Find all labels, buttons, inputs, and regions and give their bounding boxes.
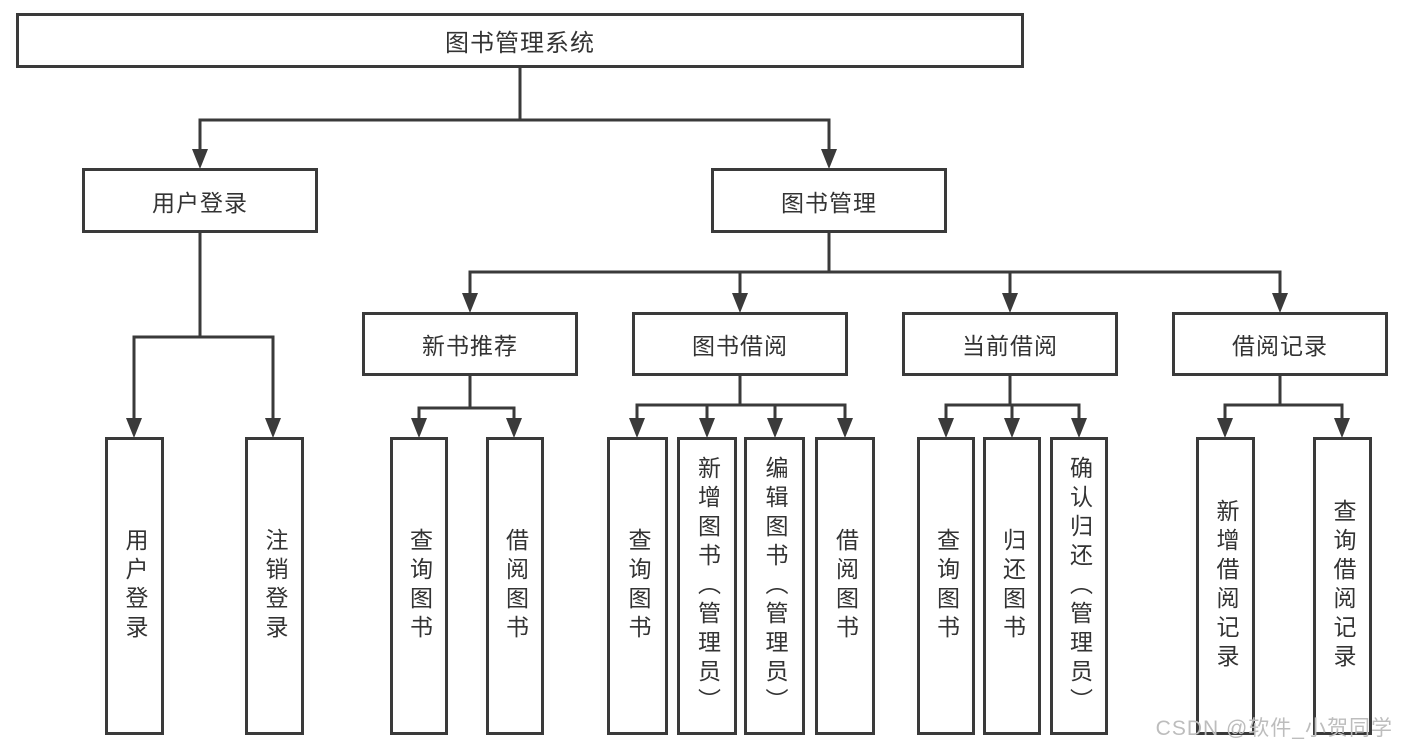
leaf-query-books-borrowing: 查询图书 [607,437,668,735]
leaf-label: 新增图书（管理员） [694,455,721,717]
leaf-label: 确认归还（管理员） [1066,455,1093,717]
leaf-label: 新增借阅记录 [1213,499,1239,673]
leaf-add-borrow-record: 新增借阅记录 [1196,437,1255,735]
node-user-login: 用户登录 [82,168,318,233]
leaf-confirm-return-admin: 确认归还（管理员） [1050,437,1108,735]
node-new-book-recommendation: 新书推荐 [362,312,578,376]
leaf-label: 查询图书 [406,528,433,644]
leaf-label: 用户登录 [122,528,148,644]
leaf-query-borrow-record: 查询借阅记录 [1313,437,1372,735]
node-borrowing-records: 借阅记录 [1172,312,1388,376]
leaf-label: 归还图书 [999,528,1026,644]
leaf-return-books: 归还图书 [983,437,1041,735]
leaf-label: 查询借阅记录 [1330,499,1356,673]
leaf-borrow-books-recommend: 借阅图书 [486,437,544,735]
node-book-management: 图书管理 [711,168,947,233]
leaf-label: 借阅图书 [832,528,859,644]
node-library-management-system: 图书管理系统 [16,13,1024,68]
leaf-borrow-books-borrowing: 借阅图书 [815,437,875,735]
node-book-borrowing: 图书借阅 [632,312,848,376]
leaf-user-login: 用户登录 [105,437,164,735]
leaf-label: 注销登录 [262,528,288,644]
leaf-query-books-recommend: 查询图书 [390,437,448,735]
node-current-borrowing: 当前借阅 [902,312,1118,376]
leaf-label: 查询图书 [933,528,960,644]
leaf-add-books-admin: 新增图书（管理员） [677,437,737,735]
leaf-label: 查询图书 [625,528,651,644]
csdn-watermark: CSDN @软件_小贺同学 [1155,717,1393,740]
leaf-logout: 注销登录 [245,437,304,735]
leaf-query-books-current: 查询图书 [917,437,975,735]
leaf-edit-books-admin: 编辑图书（管理员） [744,437,805,735]
leaf-label: 借阅图书 [502,528,529,644]
arrowheads [126,149,1350,438]
leaf-label: 编辑图书（管理员） [762,455,788,717]
